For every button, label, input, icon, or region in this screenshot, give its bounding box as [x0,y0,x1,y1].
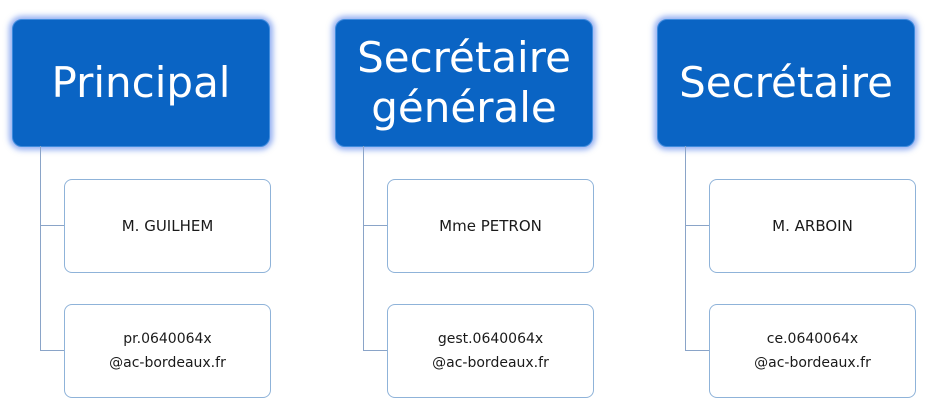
connector-branch [363,225,387,226]
connector-branch [685,350,709,351]
connector-branch [40,350,64,351]
role-title: Secrétaire [679,58,893,107]
person-name-card: Mme PETRON [387,179,594,273]
person-name: M. ARBOIN [772,217,853,235]
email-local-part: pr.0640064x [123,331,212,347]
email-card: ce.0640064x @ac-bordeaux.fr [709,304,916,398]
email-domain: @ac-bordeaux.fr [432,355,549,371]
org-column-secretaire: Secrétaire M. ARBOIN ce.0640064x @ac-bor… [657,0,927,408]
role-header: Principal [12,19,270,147]
connector-branch [40,225,64,226]
role-header: Secrétaire [657,19,915,147]
connector-line [685,146,686,350]
email-domain: @ac-bordeaux.fr [109,355,226,371]
role-header: Secrétaire générale [335,19,593,147]
connector-branch [363,350,387,351]
person-name-card: M. GUILHEM [64,179,271,273]
role-title: Secrétaire générale [357,33,571,132]
email-local-part: ce.0640064x [766,331,859,347]
email-card: pr.0640064x @ac-bordeaux.fr [64,304,271,398]
person-name: M. GUILHEM [121,217,214,235]
connector-branch [685,225,709,226]
email-card: gest.0640064x @ac-bordeaux.fr [387,304,594,398]
role-title: Principal [51,58,231,107]
org-column-principal: Principal M. GUILHEM pr.0640064x @ac-bor… [12,0,292,408]
person-name: Mme PETRON [439,217,542,235]
org-column-secretaire-generale: Secrétaire générale Mme PETRON gest.0640… [335,0,615,408]
connector-line [363,146,364,350]
connector-line [40,146,41,350]
person-name-card: M. ARBOIN [709,179,916,273]
email-domain: @ac-bordeaux.fr [754,355,871,371]
email-local-part: gest.0640064x [437,331,544,347]
